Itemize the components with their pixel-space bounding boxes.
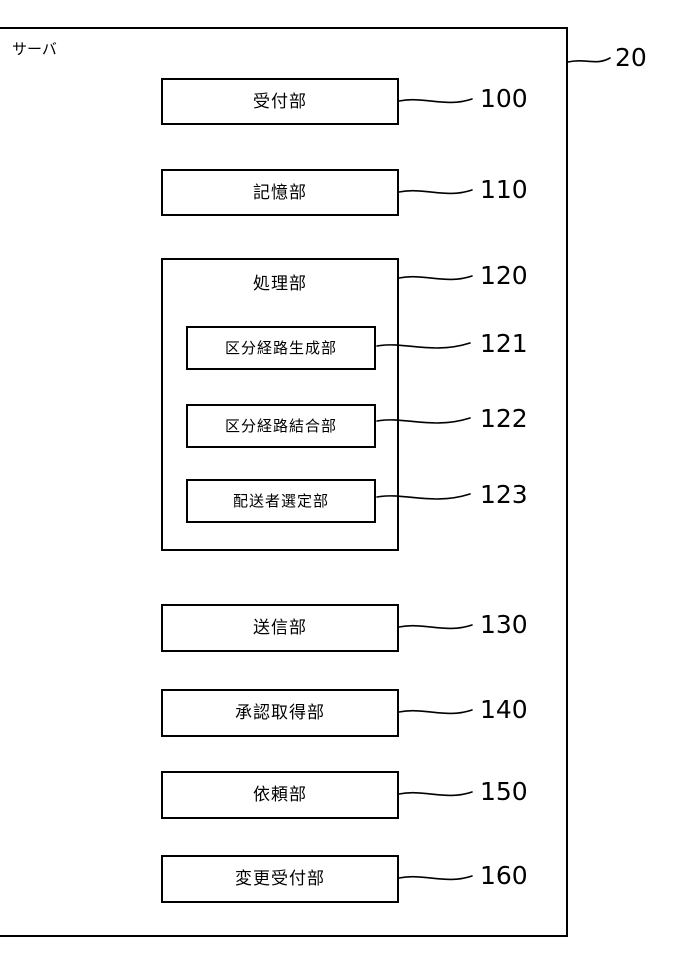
ref-num-100: 100 bbox=[480, 84, 528, 113]
ref-num-160: 160 bbox=[480, 861, 528, 890]
ref-num-123: 123 bbox=[480, 480, 528, 509]
module-box-segment-route-combination-unit: 区分経路結合部 bbox=[186, 404, 376, 448]
module-label-transmission-unit: 送信部 bbox=[253, 618, 307, 638]
ref-num-120: 120 bbox=[480, 261, 528, 290]
module-label-storage-unit: 記憶部 bbox=[253, 182, 307, 203]
ref-num-130: 130 bbox=[480, 610, 528, 639]
ref-num-121: 121 bbox=[480, 329, 528, 358]
module-label-reception-unit: 受付部 bbox=[253, 91, 307, 112]
module-label-segment-route-combination-unit: 区分経路結合部 bbox=[224, 417, 337, 435]
module-label-processing-unit: 処理部 bbox=[253, 274, 307, 294]
ref-num-150: 150 bbox=[480, 777, 528, 806]
module-box-transmission-unit: 送信部 bbox=[161, 604, 399, 652]
ref-num-122: 122 bbox=[480, 404, 528, 433]
module-box-storage-unit: 記憶部 bbox=[161, 169, 399, 216]
ref-num-140: 140 bbox=[480, 695, 528, 724]
module-box-reception-unit: 受付部 bbox=[161, 78, 399, 125]
server-container-label: サーバ bbox=[12, 40, 57, 58]
module-box-change-reception-unit: 変更受付部 bbox=[161, 855, 399, 903]
ref-num-20: 20 bbox=[615, 43, 647, 72]
module-label-deliverer-selection-unit: 配送者選定部 bbox=[232, 492, 329, 510]
module-box-request-unit: 依頼部 bbox=[161, 771, 399, 819]
module-label-approval-acquisition-unit: 承認取得部 bbox=[235, 703, 325, 723]
leader-line-20 bbox=[567, 57, 611, 63]
module-label-change-reception-unit: 変更受付部 bbox=[235, 869, 325, 889]
module-box-processing-unit: 処理部 区分経路生成部 区分経路結合部 配送者選定部 bbox=[161, 258, 399, 551]
module-label-segment-route-generation-unit: 区分経路生成部 bbox=[224, 339, 337, 357]
module-box-segment-route-generation-unit: 区分経路生成部 bbox=[186, 326, 376, 370]
module-box-deliverer-selection-unit: 配送者選定部 bbox=[186, 479, 376, 523]
module-box-approval-acquisition-unit: 承認取得部 bbox=[161, 689, 399, 737]
ref-num-110: 110 bbox=[480, 175, 528, 204]
module-label-request-unit: 依頼部 bbox=[253, 785, 307, 805]
